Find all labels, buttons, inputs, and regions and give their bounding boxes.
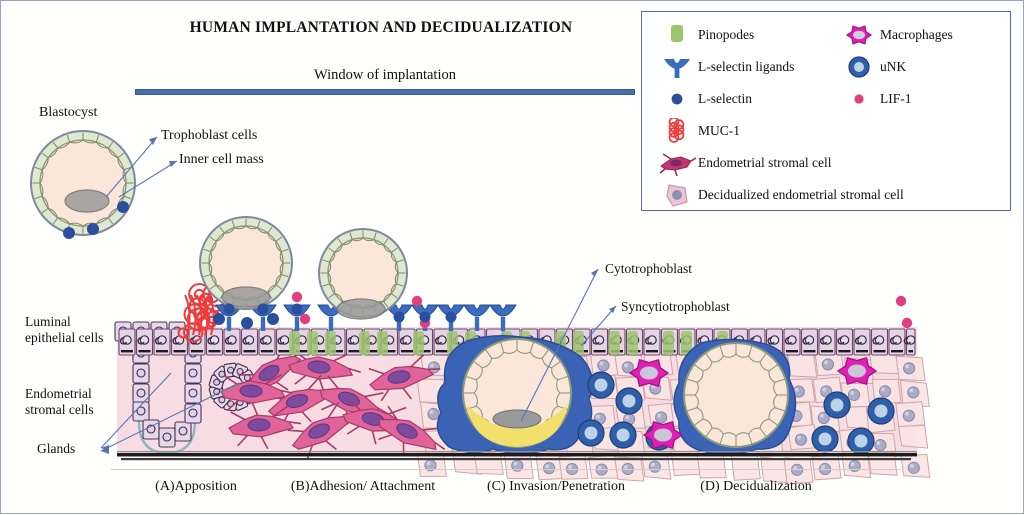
legend-label: Decidualized endometrial stromal cell (698, 187, 904, 203)
label-glands: Glands (37, 441, 75, 457)
unk-icon (839, 54, 879, 80)
l-selectin-icon-wrap (656, 86, 698, 112)
label-cytotrophoblast: Cytotrophoblast (605, 261, 692, 277)
lif1-icon-wrap (838, 86, 880, 112)
label-endometrial-stromal-cells: Endometrial stromal cells (25, 386, 115, 418)
label-inner-cell-mass: Inner cell mass (179, 152, 264, 168)
legend-item-endometrial-stromal-cell: Endometrial stromal cell (656, 150, 831, 176)
stage-caption-0: (A)Apposition (121, 479, 271, 495)
legend-item-macrophage: Macrophages (838, 22, 953, 48)
muc1-icon-wrap (656, 118, 698, 144)
legend-label: Pinopodes (698, 27, 754, 43)
legend-item-l-selectin-ligand: L-selectin ligands (656, 54, 794, 80)
muc1-icon (657, 118, 697, 144)
legend-label: Macrophages (880, 27, 953, 43)
label-luminal-line2: epithelial cells (25, 330, 117, 346)
unk-icon-wrap (838, 54, 880, 80)
invading-blastocyst (437, 336, 592, 454)
pinopode-icon-wrap (656, 22, 698, 48)
label-blastocyst: Blastocyst (39, 105, 97, 121)
legend-box: PinopodesL-selectin ligandsL-selectinMUC… (641, 11, 1011, 211)
footer-rule (111, 469, 901, 470)
endometrial-stromal-cell-icon (657, 150, 697, 176)
legend-label: L-selectin ligands (698, 59, 794, 75)
decidualized-blastocyst (674, 339, 796, 454)
decidualized-cell-icon (657, 182, 697, 208)
legend-label: Endometrial stromal cell (698, 155, 831, 171)
legend-item-l-selectin: L-selectin (656, 86, 752, 112)
label-luminal-line1: Luminal (25, 314, 117, 330)
macrophage-icon (839, 22, 879, 48)
decidualized-cell-icon-wrap (656, 182, 698, 208)
stage-caption-1: (B)Adhesion/ Attachment (263, 479, 463, 495)
endometrial-stromal-cell-icon-wrap (656, 150, 698, 176)
label-trophoblast-cells: Trophoblast cells (161, 128, 257, 144)
label-stromal-line1: Endometrial (25, 386, 115, 402)
l-selectin-ligand-icon (657, 54, 697, 80)
legend-label: L-selectin (698, 91, 752, 107)
legend-label: MUC-1 (698, 123, 740, 139)
stage-caption-3: (D) Decidualization (641, 479, 871, 495)
legend-item-lif1: LIF-1 (838, 86, 912, 112)
pinopode-icon (657, 22, 697, 48)
legend-item-unk: uNK (838, 54, 906, 80)
macrophage-icon-wrap (838, 22, 880, 48)
lif1-icon (839, 86, 879, 112)
l-selectin-ligand-icon-wrap (656, 54, 698, 80)
legend-item-pinopode: Pinopodes (656, 22, 754, 48)
label-stromal-line2: stromal cells (25, 402, 115, 418)
stage-caption-2: (C) Invasion/Penetration (456, 479, 656, 495)
l-selectin-icon (657, 86, 697, 112)
label-luminal-epithelial-cells: Luminal epithelial cells (25, 314, 117, 346)
legend-item-muc1: MUC-1 (656, 118, 740, 144)
label-syncytiotrophoblast: Syncytiotrophoblast (621, 299, 730, 315)
legend-label: LIF-1 (880, 91, 912, 107)
legend-label: uNK (880, 59, 906, 75)
legend-item-decidualized-cell: Decidualized endometrial stromal cell (656, 182, 904, 208)
